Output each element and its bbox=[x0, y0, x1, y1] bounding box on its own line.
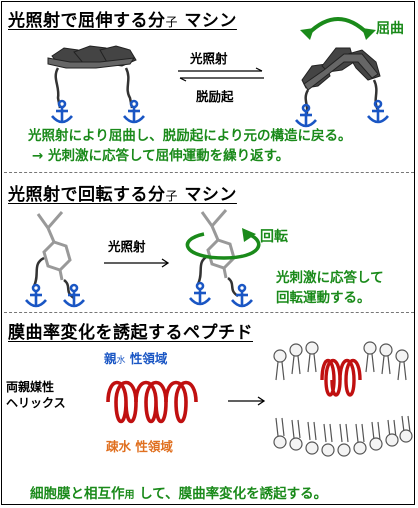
anchor-icon bbox=[231, 283, 253, 308]
amphipathic-helix bbox=[106, 380, 198, 424]
section2-desc-line1: 光刺激に応答して bbox=[276, 270, 384, 286]
reaction-arrow bbox=[104, 258, 170, 268]
section2-desc-line2: 回転運動する。 bbox=[276, 290, 371, 306]
rotor-molecule bbox=[32, 211, 75, 300]
section-divider bbox=[4, 172, 414, 173]
arrow-label-relax: 脱励起 bbox=[196, 89, 234, 104]
helix-label-line1: 両親媒性 bbox=[6, 380, 55, 394]
equilibrium-arrows bbox=[178, 67, 264, 82]
helix-label-line2: ヘリックス bbox=[6, 396, 66, 410]
curved-membrane bbox=[273, 341, 413, 457]
section1-desc-line2: → 光刺激に応答して屈伸運動を繰り返す。 bbox=[32, 148, 290, 164]
anchor-icon bbox=[63, 283, 85, 308]
anchor-icon bbox=[25, 283, 47, 308]
rotation-arrow bbox=[185, 228, 261, 260]
anchor-icon bbox=[51, 99, 73, 124]
arrow-label-light: 光照射 bbox=[190, 51, 228, 66]
section3-desc: 細胞膜と相互作用 して、膜曲率変化を誘起する。 bbox=[30, 486, 328, 502]
bend-label: 屈曲 bbox=[376, 21, 404, 37]
bend-arrow bbox=[300, 17, 376, 40]
section1-desc-line1: 光照射により屈曲し、脱励起により元の構造に戻る。 bbox=[28, 128, 352, 144]
section3-title: 膜曲率変化を誘起するペプチド bbox=[8, 323, 253, 343]
flat-molecule bbox=[47, 45, 137, 109]
section1-title: 光照射で屈伸する分子 マシン bbox=[8, 11, 237, 31]
reaction-arrow bbox=[228, 396, 266, 406]
anchor-icon bbox=[367, 99, 389, 124]
section-divider bbox=[4, 312, 414, 313]
rotate-label: 回転 bbox=[260, 229, 288, 245]
anchor-icon bbox=[295, 103, 317, 128]
anchor-icon bbox=[189, 281, 211, 306]
hydrophilic-label: 親水 性領域 bbox=[104, 351, 168, 366]
anchor-icon bbox=[123, 99, 145, 124]
section2-title: 光照射で回転する分子 マシン bbox=[8, 185, 237, 205]
hydrophobic-label: 疎水 性領域 bbox=[106, 439, 173, 454]
rotate-arrow-label: 光照射 bbox=[108, 239, 146, 254]
rotating-molecule bbox=[196, 209, 239, 298]
